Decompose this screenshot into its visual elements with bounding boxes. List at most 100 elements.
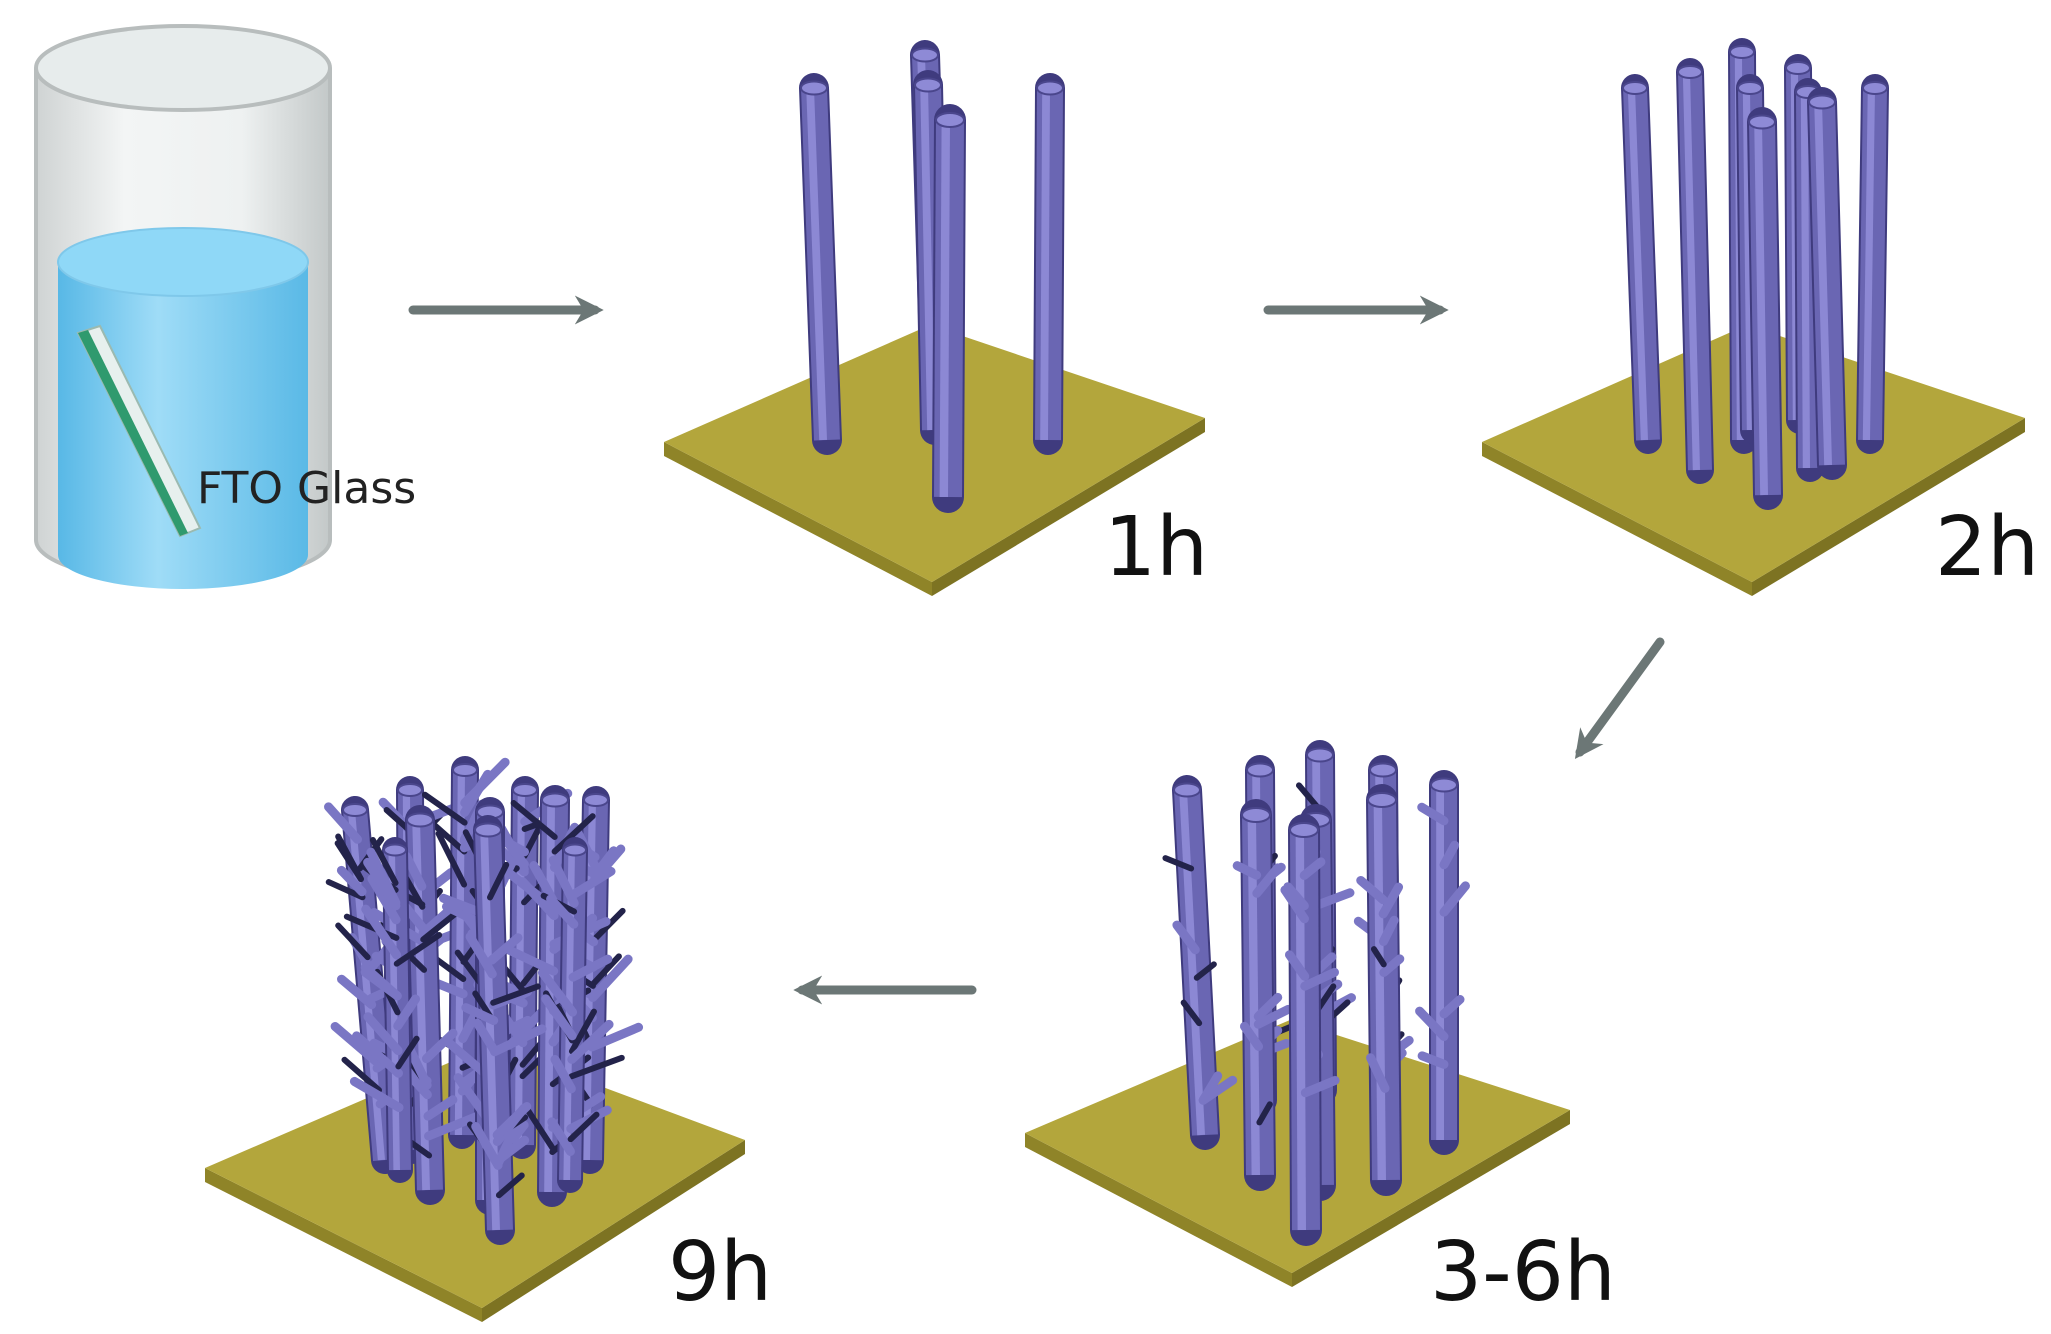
nanorod-branch [363, 1012, 403, 1056]
nanorod-branch [369, 837, 399, 886]
nanorod-branch [1283, 882, 1309, 911]
nanorod-branch [1253, 992, 1283, 1021]
nanorod-branch [1439, 994, 1465, 1019]
nanorod-branch [541, 994, 577, 1041]
nanorod-branch [424, 1110, 484, 1141]
nanorod-branch [537, 968, 578, 1017]
nanorod-branch [1300, 1075, 1340, 1098]
nanorod-branch [501, 965, 527, 994]
nanorod-branch [324, 802, 363, 844]
nanorod-branch [1417, 1051, 1449, 1069]
substrate-side-right [1292, 1110, 1570, 1287]
nanorod-branch [325, 879, 366, 901]
nanorod-branch [1239, 1021, 1264, 1051]
nanorod [1676, 58, 1714, 484]
nanorod [1747, 107, 1783, 510]
nanorod [1162, 775, 1238, 1150]
stage-label-1h: 1h [1104, 500, 1208, 595]
nanorod-branch [568, 1054, 625, 1080]
nanorod-branch [402, 851, 427, 891]
arrow-to-3-6h [1574, 637, 1665, 759]
nanorod-branch [472, 1018, 500, 1056]
nanorod-branch [1312, 888, 1355, 910]
nanorod-branch [493, 1135, 530, 1165]
nanorod-branch [569, 866, 616, 899]
nanorod [932, 104, 966, 513]
nanorod-branch [587, 1022, 644, 1052]
nanorod-branch [1180, 999, 1203, 1027]
nanorod-branch [1300, 967, 1340, 991]
nanorod-branch [547, 1117, 575, 1156]
nanorod-branch [1379, 954, 1405, 977]
nanorod-branch [361, 904, 402, 960]
beaker-label: FTO Glass [197, 463, 416, 514]
nanorod-branch [421, 1028, 458, 1064]
nanorod [343, 837, 443, 1183]
beaker-with-solution: FTO Glass [34, 24, 416, 589]
nanorod [1794, 78, 1824, 482]
nanorod [473, 776, 573, 1159]
stage-9h-dense-branched-nanorods [205, 756, 745, 1322]
stage-1h-nanorods [664, 40, 1205, 596]
nanorod-branch [1370, 946, 1387, 968]
nanorod-branch [334, 840, 364, 883]
nanorod [1807, 87, 1847, 480]
nanorod-branch [336, 865, 367, 897]
nanorod-branch [1280, 885, 1309, 924]
nanorod-branch [492, 1101, 532, 1140]
nanorod-branch [1439, 840, 1460, 870]
fto-glass-slide-icon [76, 324, 202, 538]
nanorod-branch [1415, 1006, 1449, 1041]
nanorod-branch [337, 974, 377, 1010]
nanorod-branch [546, 894, 579, 929]
nanorod-branch [341, 1056, 383, 1094]
nanorod-branch [1439, 881, 1470, 917]
nanorod-branch [1356, 875, 1388, 905]
nanorod [1280, 814, 1340, 1246]
substrate-side-left [1482, 442, 1752, 596]
process-arrows [408, 295, 1665, 1005]
nanorod [1232, 799, 1293, 1191]
nanorod-branch [487, 861, 510, 901]
nanorod-branch [1198, 1075, 1238, 1105]
substrate-side-left [1025, 1133, 1292, 1287]
nanorod-branch [352, 1031, 403, 1078]
nanorod-branch [487, 933, 523, 965]
nanorod-branch [465, 932, 497, 979]
substrate-side-left [205, 1168, 482, 1322]
nanorod-branch [1417, 802, 1449, 826]
substrate-side-right [482, 1140, 745, 1322]
nanorod-branch [423, 1095, 458, 1121]
nanorod [461, 815, 547, 1245]
substrate-side-right [932, 418, 1205, 596]
nanorod-branch [1252, 863, 1283, 898]
nanorod-branch [1366, 1053, 1390, 1093]
nanorod-branch [568, 954, 613, 982]
stage-3-6h-branched-nanorods [1025, 740, 1570, 1287]
nanorod [1415, 770, 1470, 1155]
substrate-side-left [664, 442, 932, 596]
nanorod-branch [349, 1076, 404, 1112]
nanorod-branch [460, 769, 493, 817]
nanorod-branch [330, 1021, 382, 1067]
nanorod-branch [393, 994, 420, 1031]
nanorod-branch [1299, 857, 1326, 880]
nanorod-branch [363, 857, 401, 911]
nanorod-branch [367, 874, 401, 925]
stage-2h-nanorods [1482, 38, 2025, 596]
nanorod-branch [1378, 882, 1404, 919]
nanorod-branch [567, 1111, 600, 1143]
stage-label-2h: 2h [1935, 500, 2039, 595]
nanorod-branch [551, 813, 596, 855]
nanorod-branch [1378, 915, 1399, 946]
nanorod-branch [495, 1172, 525, 1199]
nanorod [1621, 74, 1662, 454]
nanorod-branch [497, 942, 559, 976]
nanorod-branch [1253, 1004, 1293, 1029]
nanorod [537, 837, 625, 1193]
nanorod-branch [429, 820, 468, 855]
nanorod-branch [435, 830, 468, 888]
nanorod-branch [395, 1035, 420, 1070]
nanorod-branch [550, 1054, 576, 1094]
